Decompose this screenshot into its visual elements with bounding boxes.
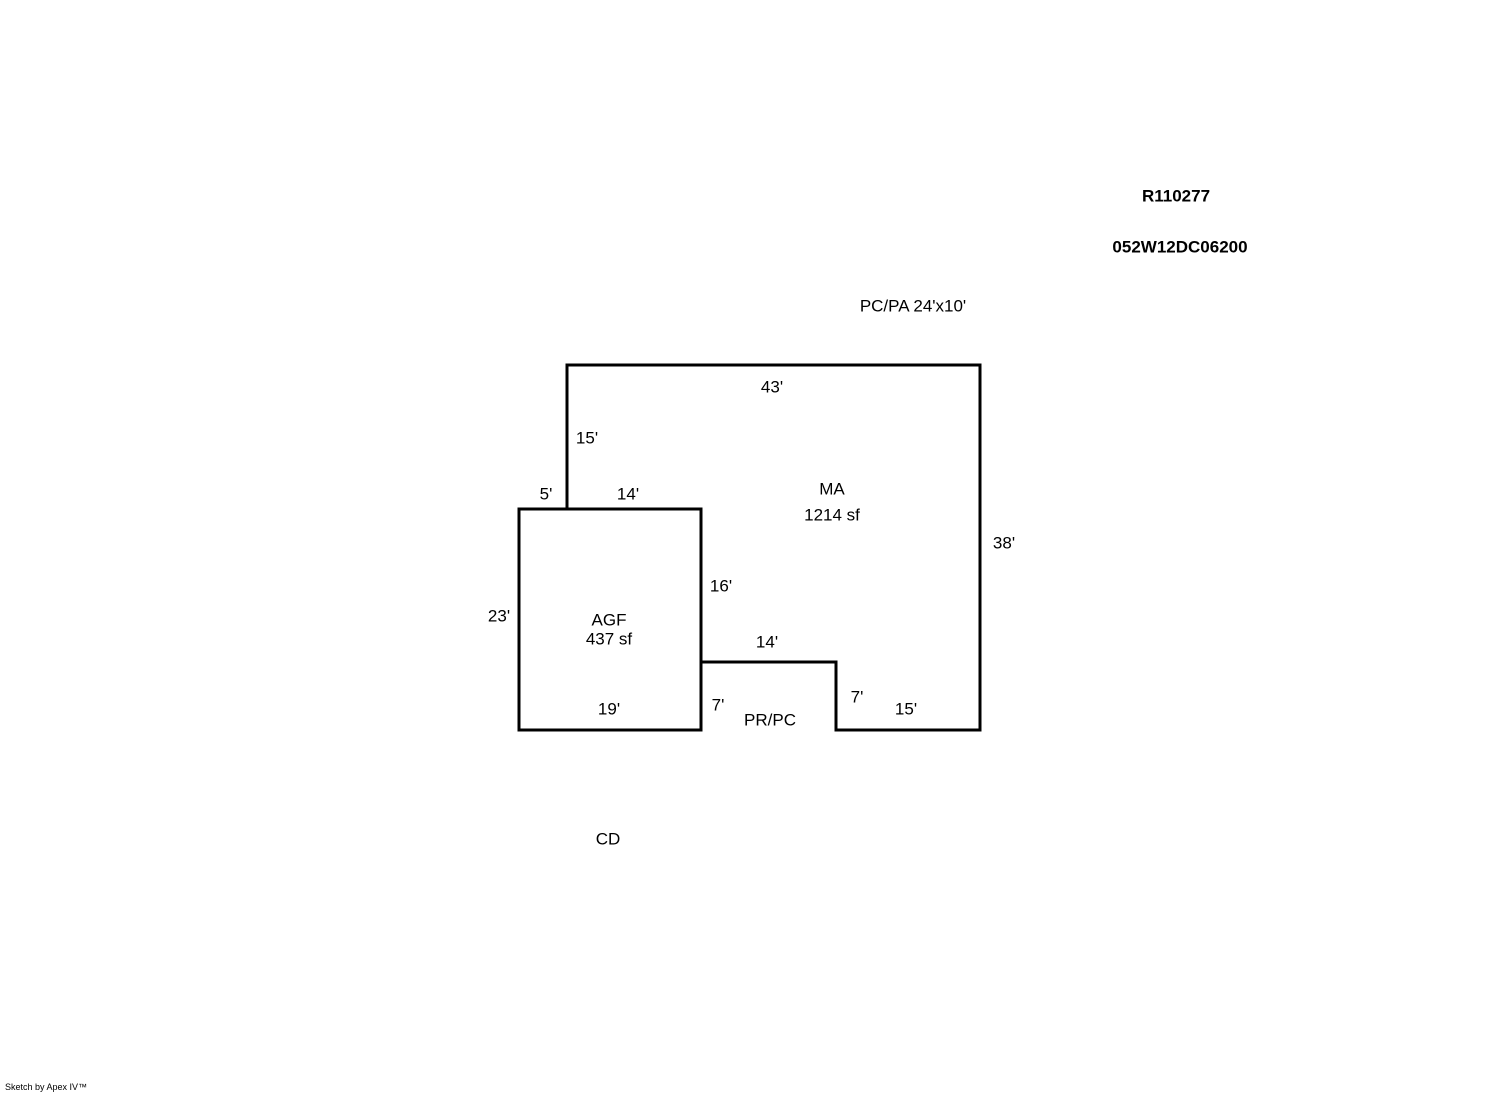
ma-area: 1214 sf xyxy=(804,505,860,525)
dim-bottom-right: 15' xyxy=(894,699,918,719)
dim-agf-left: 23' xyxy=(487,606,511,626)
dim-left-upper: 15' xyxy=(575,428,599,448)
parcel-id: R110277 xyxy=(1141,186,1211,206)
porch-label: PC/PA 24'x10' xyxy=(859,296,967,316)
dim-agf-top: 14' xyxy=(616,484,640,504)
dim-agf-right: 16' xyxy=(709,576,733,596)
dim-notch-left: 7' xyxy=(711,695,725,715)
main-area-outline xyxy=(565,363,982,732)
cd-label: CD xyxy=(595,829,621,849)
dim-agf-bottom: 19' xyxy=(597,699,621,719)
agf-name: AGF xyxy=(591,610,627,630)
ma-name: MA xyxy=(819,479,845,499)
garage-outline xyxy=(517,507,703,732)
agf-area: 437 sf xyxy=(585,629,633,649)
dim-right: 38' xyxy=(992,533,1016,553)
dim-notch-right: 7' xyxy=(850,687,864,707)
footer-credit: Sketch by Apex IV™ xyxy=(5,1082,88,1092)
dim-step: 5' xyxy=(539,484,553,504)
dim-notch-top: 14' xyxy=(755,632,779,652)
dim-top: 43' xyxy=(760,377,784,397)
pr-pc-label: PR/PC xyxy=(744,710,796,730)
map-number: 052W12DC06200 xyxy=(1112,237,1248,257)
